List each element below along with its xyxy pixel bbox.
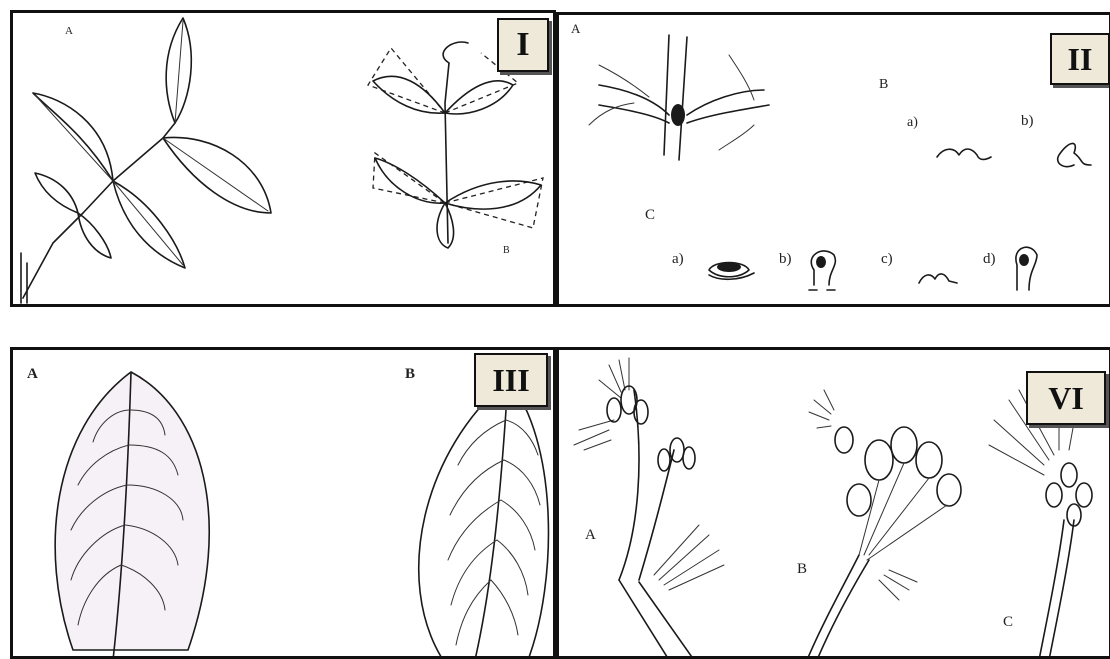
panel-ii-label-c-b: b) (779, 251, 792, 268)
panel-i-label-b: B (503, 245, 510, 256)
panel-iii: A B III (10, 347, 556, 659)
panel-iii-label-b: B (405, 366, 415, 383)
panel-iii-badge: III (474, 353, 548, 407)
panel-ii-badge: II (1050, 33, 1110, 85)
panel-ii-label-b: B (879, 77, 888, 93)
leaf-venation-drawings (13, 350, 553, 659)
compound-leaf-drawings (13, 13, 553, 304)
stipule-section-drawings (559, 15, 1109, 305)
panel-iii-label-a: A (27, 366, 38, 383)
panel-i-label-a: A (65, 25, 73, 37)
panel-ii-label-c-a: a) (672, 251, 684, 268)
panel-vi-label-b: B (797, 561, 807, 578)
panel-vi-label-a: A (585, 527, 596, 544)
panel-ii-label-a: A (571, 21, 580, 37)
panel-ii-label-c-d: d) (983, 251, 996, 268)
panel-ii-label-b-b: b) (1021, 113, 1034, 130)
panel-ii: A B a) b) C a) b) c) d) II (556, 12, 1110, 307)
panel-ii-label-c: C (645, 207, 655, 224)
panel-vi-badge: VI (1026, 371, 1106, 425)
panel-ii-label-c-c: c) (881, 251, 893, 268)
panel-i: A B I (10, 10, 556, 307)
panel-vi: A B C VI (556, 347, 1110, 659)
panel-ii-label-b-a: a) (907, 115, 918, 131)
panel-i-badge: I (497, 18, 549, 72)
panel-vi-label-c: C (1003, 614, 1013, 631)
